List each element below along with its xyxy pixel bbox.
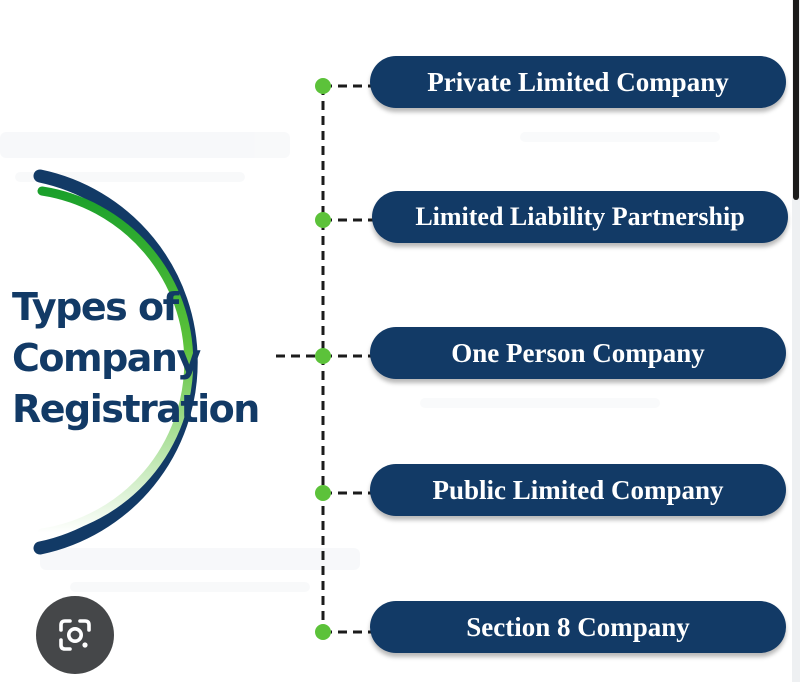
branch-label: Section 8 Company [466,611,690,642]
node-dot [315,348,331,364]
title-line-1: Types of [12,285,179,329]
google-lens-icon [59,619,91,651]
branch-private-limited-company: Private Limited Company [370,56,786,108]
branch-label: Private Limited Company [427,66,729,97]
branch-label: Public Limited Company [432,474,724,505]
branch-section-8-company: Section 8 Company [370,601,786,653]
title-line-3: Registration [12,387,260,431]
faded-background-marks [0,132,720,592]
inner-arc [37,186,194,538]
branch-one-person-company: One Person Company [370,327,786,379]
branch-label: Limited Liability Partnership [415,202,745,231]
node-dot [315,624,331,640]
google-lens-button[interactable] [36,596,114,674]
scrollbar[interactable] [792,0,800,682]
connector-nodes [315,78,331,640]
node-dot [315,212,331,228]
branch-limited-liability-partnership: Limited Liability Partnership [372,191,788,243]
node-dot [315,78,331,94]
scrollbar-thumb[interactable] [793,0,799,200]
title-line-2: Company [12,336,201,380]
node-dot [315,485,331,501]
branch-public-limited-company: Public Limited Company [370,464,786,516]
diagram-title: Types of Company Registration [12,282,260,435]
branch-label: One Person Company [451,337,705,368]
